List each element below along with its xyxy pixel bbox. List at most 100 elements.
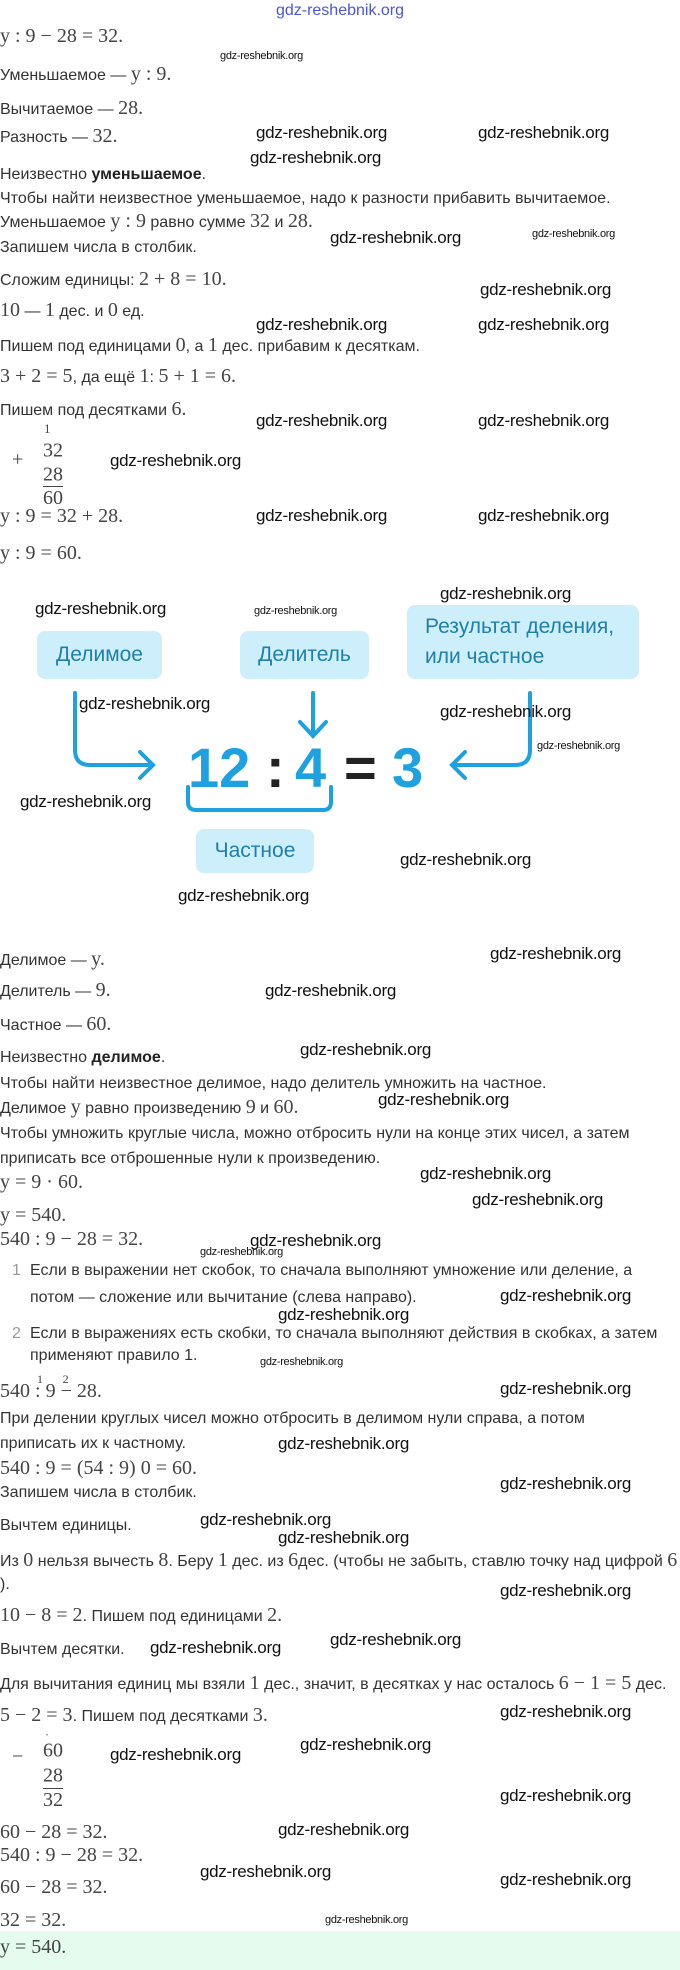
- text-line: приписать все отброшенные нули к произве…: [0, 1149, 380, 1169]
- result-box: Результат деления, или частное: [407, 605, 639, 679]
- math-expression: 1: [44, 299, 55, 321]
- text-line: 3 + 2 = 5, да ещё 1: 5 + 1 = 6.: [0, 366, 236, 388]
- quotient-box: Частное: [196, 829, 314, 873]
- text-line: 540 : 9 = (54 : 9) 0 = 60.: [0, 1458, 197, 1480]
- text-line: ).: [0, 1575, 10, 1595]
- text-line: 60 − 28 = 32.: [0, 1877, 108, 1899]
- watermark: gdz-reshebnik.org: [256, 315, 387, 334]
- watermark: gdz-reshebnik.org: [500, 1581, 631, 1600]
- watermark: gdz-reshebnik.org: [472, 1190, 603, 1209]
- text-fragment: . Пишем под единицами: [82, 1608, 268, 1625]
- text-fragment: ед.: [117, 303, 145, 320]
- math-expression: 3 + 2 = 5: [0, 365, 73, 387]
- dividend-box: Делимое: [37, 631, 162, 679]
- watermark: gdz-reshebnik.org: [537, 740, 620, 752]
- text-fragment: ).: [0, 1576, 10, 1593]
- math-expression: y : 9: [110, 210, 146, 232]
- text-fragment: Запишем числа в столбик.: [0, 1484, 197, 1501]
- watermark: gdz-reshebnik.org: [532, 228, 615, 240]
- equals-sign: =: [344, 736, 377, 799]
- text-fragment: дес. из: [227, 1553, 289, 1570]
- watermark: gdz-reshebnik.org: [420, 1164, 551, 1183]
- text-fragment: приписать все отброшенные нули к произве…: [0, 1150, 381, 1167]
- text-fragment: Уменьшаемое: [0, 214, 111, 231]
- text-fragment: :: [149, 369, 159, 386]
- math-expression: 2 + 8 = 10.: [139, 268, 227, 290]
- text-fragment: дес.: [631, 1676, 667, 1693]
- text-line: y : 9 − 28 = 32.: [0, 26, 123, 48]
- text-line: Запишем числа в столбик.: [0, 1483, 197, 1503]
- divisor-number: 4: [295, 736, 327, 799]
- math-expression: 0: [175, 334, 186, 356]
- text-line: Делимое y равно произведению 9 и 60.: [0, 1097, 299, 1119]
- watermark: gdz-reshebnik.org: [500, 1786, 631, 1805]
- math-expression: 28.: [287, 210, 313, 232]
- text-line: Частное — 60.: [0, 1014, 111, 1036]
- text-fragment: Из: [0, 1553, 24, 1570]
- watermark: gdz-reshebnik.org: [440, 702, 571, 721]
- text-line: Пишем под единицами 0, а 1 дес. прибавим…: [0, 335, 420, 357]
- quotient-arrow: [449, 691, 532, 780]
- math-expression: 9: [245, 1096, 256, 1118]
- watermark: gdz-reshebnik.org: [330, 228, 461, 247]
- watermark: gdz-reshebnik.org: [254, 605, 337, 617]
- text-line: Делитель — 9.: [0, 980, 111, 1002]
- borrow-dot: ·: [45, 1727, 49, 1742]
- text-line: 540 : 9 − 28 = 32.: [0, 1229, 143, 1251]
- math-expression: 540 : 9 − 28 = 32.: [0, 1844, 144, 1866]
- watermark: gdz-reshebnik.org: [265, 981, 396, 1000]
- divisor-box: Делитель: [240, 631, 369, 679]
- math-expression: 32 = 32.: [0, 1909, 67, 1931]
- watermark: gdz-reshebnik.org: [478, 123, 609, 142]
- math-expression: 6: [667, 1549, 678, 1571]
- dividend-number: 12: [188, 736, 251, 799]
- text-line: 60 − 28 = 32.: [0, 1822, 108, 1844]
- watermark: gdz-reshebnik.org: [256, 506, 387, 525]
- answer-highlight: [0, 1931, 680, 1970]
- math-expression: 6: [288, 1549, 299, 1571]
- text-fragment: .: [201, 166, 207, 183]
- watermark: gdz-reshebnik.org: [500, 1379, 631, 1398]
- watermark: gdz-reshebnik.org: [200, 1862, 331, 1881]
- difference: 32: [43, 1788, 63, 1811]
- text-fragment: равно сумме: [145, 214, 251, 231]
- text-fragment: Делимое —: [0, 952, 92, 969]
- math-expression: 0: [107, 299, 118, 321]
- text-fragment: и: [270, 214, 288, 231]
- diagram-arrows: [73, 691, 532, 812]
- math-expression: y = 540.: [0, 1936, 67, 1958]
- math-expression: y: [70, 1096, 81, 1118]
- math-expression: 1: [207, 334, 218, 356]
- text-fragment: Пишем под десятками: [0, 402, 172, 419]
- site-header-watermark[interactable]: gdz-reshebnik.org: [275, 2, 405, 19]
- math-expression: y : 9 = 32 + 28.: [0, 505, 124, 527]
- math-expression: y : 9.: [130, 63, 172, 85]
- carry-digit: 1: [44, 421, 51, 436]
- watermark: gdz-reshebnik.org: [278, 1820, 409, 1839]
- text-fragment: Запишем числа в столбик.: [0, 239, 197, 256]
- text-line: Неизвестно уменьшаемое.: [0, 165, 206, 185]
- watermark: gdz-reshebnik.org: [478, 506, 609, 525]
- watermark: gdz-reshebnik.org: [256, 411, 387, 430]
- text-line: Делимое — y.: [0, 949, 105, 971]
- text-line: Уменьшаемое y : 9 равно сумме 32 и 28.: [0, 211, 313, 233]
- watermark: gdz-reshebnik.org: [256, 123, 387, 142]
- math-expression: y : 9 − 28 = 32.: [0, 25, 124, 47]
- watermark: gdz-reshebnik.org: [278, 1434, 409, 1453]
- watermark: gdz-reshebnik.org: [378, 1090, 509, 1109]
- math-expression: 8: [158, 1549, 169, 1571]
- text-fragment: —: [20, 303, 45, 320]
- watermark: gdz-reshebnik.org: [325, 1914, 408, 1926]
- text-fragment: . Пишем под десятками: [72, 1708, 253, 1725]
- math-expression: y : 9 = 60.: [0, 542, 82, 564]
- text-line: 10 — 1 дес. и 0 ед.: [0, 300, 145, 322]
- watermark: gdz-reshebnik.org: [480, 280, 611, 299]
- text-fragment: Вычтем единицы.: [0, 1517, 132, 1534]
- text-fragment: Для вычитания единиц мы взяли: [0, 1676, 250, 1693]
- quotient-number: 3: [392, 736, 424, 799]
- text-line: 10 − 8 = 2. Пишем под единицами 2.: [0, 1605, 282, 1627]
- text-fragment: При делении круглых чисел можно отбросит…: [0, 1410, 585, 1427]
- minus-sign: −: [12, 1745, 24, 1768]
- text-line: Из 0 нельзя вычесть 8. Беру 1 дес. из 6д…: [0, 1550, 677, 1572]
